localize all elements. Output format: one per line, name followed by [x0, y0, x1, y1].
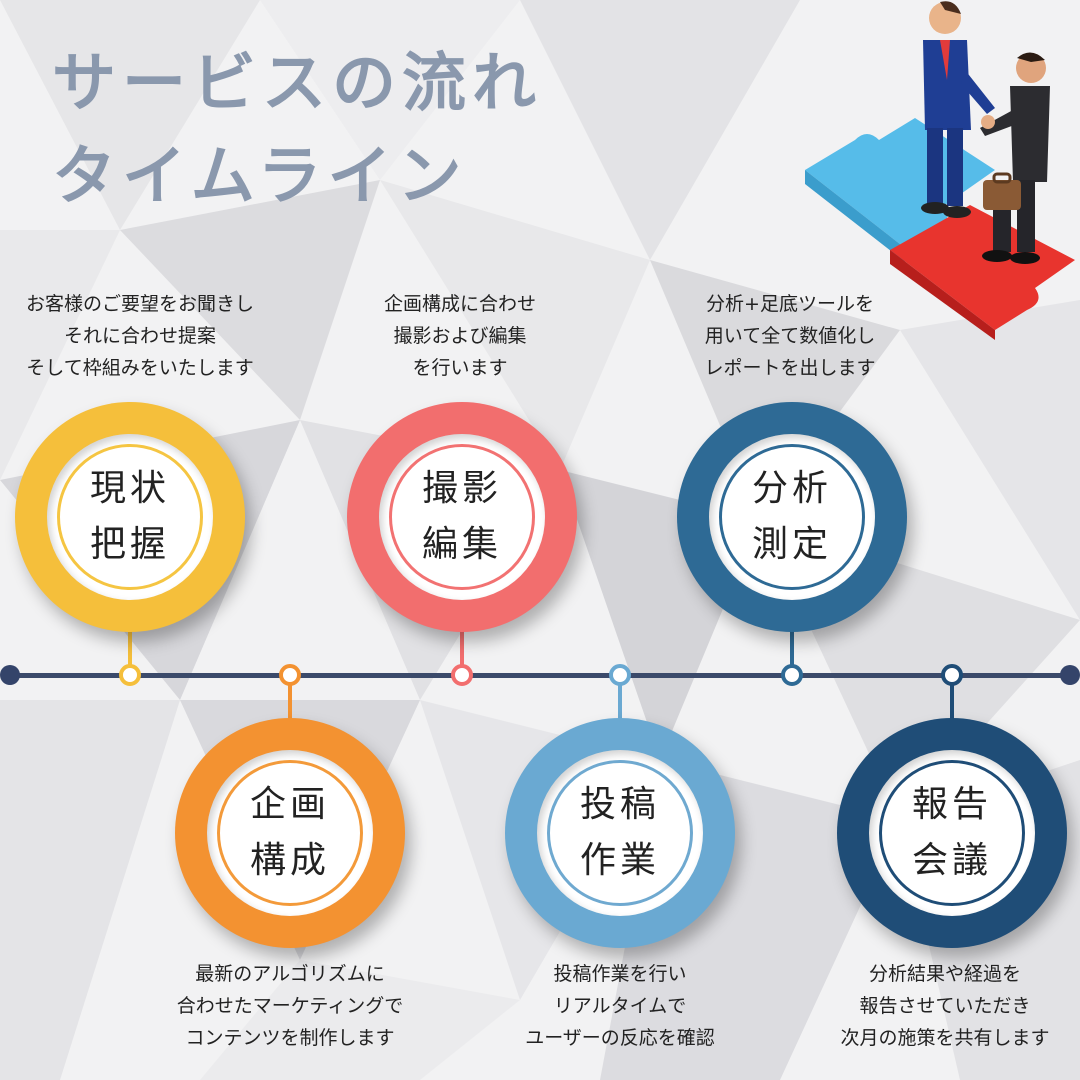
stem-step3	[460, 630, 464, 670]
step4-circle: 投稿 作業	[505, 718, 735, 948]
step1-circle: 現状 把握	[15, 402, 245, 632]
step1-description: お客様のご要望をお聞きし それに合わせ提案 そして枠組みをいたします	[25, 293, 254, 379]
timeline-node-2	[279, 664, 301, 686]
timeline-line	[10, 673, 1070, 678]
step6-description: 分析結果や経過を 報告させていただき 次月の施策を共有します	[840, 963, 1050, 1049]
page-title-line2: タイムライン	[52, 140, 468, 214]
step2-label: 企画 構成	[249, 784, 330, 881]
timeline-node-3	[451, 664, 473, 686]
page-title-line1: サービスの流れ	[52, 47, 542, 121]
step3-circle: 撮影 編集	[347, 402, 577, 632]
step5-label: 分析 測定	[751, 468, 832, 565]
step1-label: 現状 把握	[89, 468, 170, 565]
timeline-node-4	[609, 664, 631, 686]
timeline-node-5	[781, 664, 803, 686]
step5-circle: 分析 測定	[677, 402, 907, 632]
timeline-node-1	[119, 664, 141, 686]
timeline-end-dot	[1060, 665, 1080, 685]
stem-step1	[128, 630, 132, 670]
stem-step5	[790, 630, 794, 670]
timeline-start-dot	[0, 665, 20, 685]
step3-label: 撮影 編集	[421, 468, 502, 565]
business-handshake-puzzle-illustration	[805, 1, 1075, 340]
step4-description: 投稿作業を行い リアルタイムで ユーザーの反応を確認	[525, 963, 715, 1049]
step3-description: 企画構成に合わせ 撮影および編集 を行います	[383, 293, 536, 379]
step6-circle: 報告 会議	[837, 718, 1067, 948]
step2-description: 最新のアルゴリズムに 合わせたマーケティングで コンテンツを制作します	[176, 963, 404, 1049]
step2-circle: 企画 構成	[175, 718, 405, 948]
stem-step4	[618, 682, 622, 728]
stem-step6	[950, 682, 954, 728]
step4-label: 投稿 作業	[579, 784, 660, 881]
stem-step2	[288, 682, 292, 728]
step6-label: 報告 会議	[911, 784, 992, 881]
timeline-node-6	[941, 664, 963, 686]
step5-description: 分析+足底ツールを 用いて全て数値化し レポートを出します	[704, 293, 876, 379]
